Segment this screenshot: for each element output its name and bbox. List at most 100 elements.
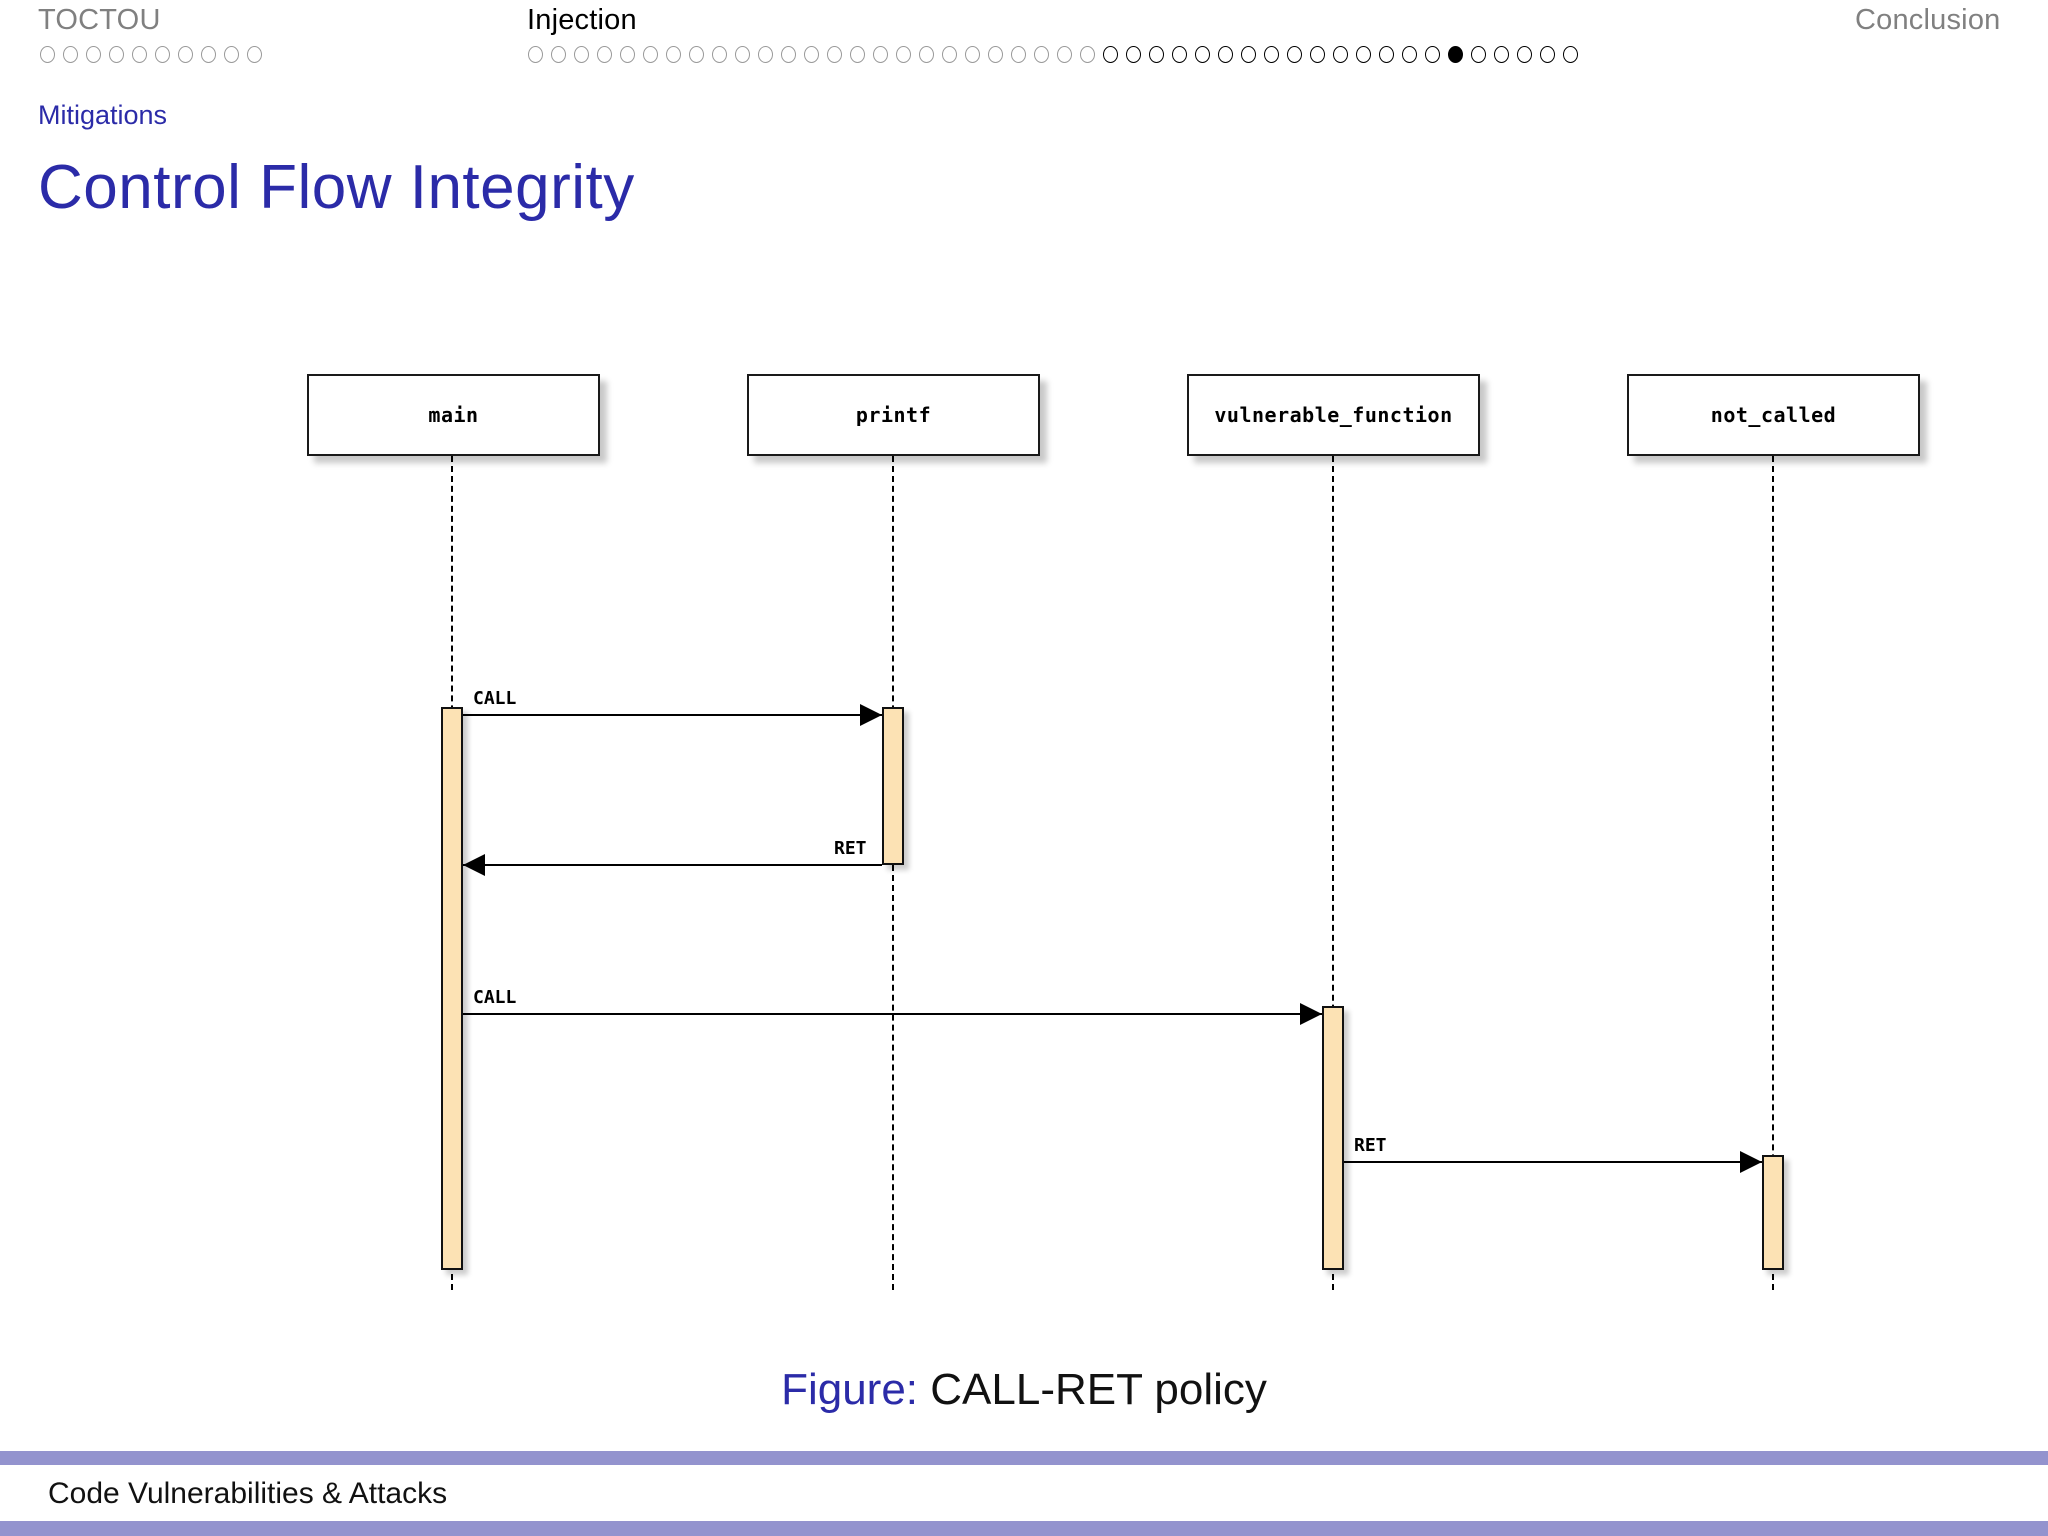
message-line-call [463, 1013, 1322, 1015]
nav-dot[interactable] [1333, 46, 1348, 63]
lifeline-printf [892, 456, 894, 1290]
figure-caption-value: CALL-RET policy [930, 1365, 1267, 1414]
activation-bar-printf [882, 707, 904, 865]
footer-bar-bottom [0, 1521, 2048, 1536]
nav-dot[interactable] [643, 46, 658, 63]
nav-dot[interactable] [528, 46, 543, 63]
nav-dot[interactable] [942, 46, 957, 63]
nav-dot[interactable] [1218, 46, 1233, 63]
nav-dot[interactable] [919, 46, 934, 63]
actor-box-not_called[interactable]: not_called [1627, 374, 1920, 456]
nav-dot[interactable] [873, 46, 888, 63]
nav-dot[interactable] [86, 46, 101, 63]
nav-dot[interactable] [597, 46, 612, 63]
nav-dot[interactable] [1379, 46, 1394, 63]
nav-dot[interactable] [574, 46, 589, 63]
nav-dots-toctou[interactable] [40, 46, 270, 63]
footer-bar-top [0, 1451, 2048, 1465]
nav-dot[interactable] [1494, 46, 1509, 63]
actor-box-main[interactable]: main [307, 374, 600, 456]
nav-dot[interactable] [1149, 46, 1164, 63]
page-title: Control Flow Integrity [38, 153, 635, 222]
activation-bar-vulnerable_function [1322, 1006, 1344, 1270]
activation-bar-main [441, 707, 463, 1270]
nav-dot[interactable] [804, 46, 819, 63]
nav-dot[interactable] [1310, 46, 1325, 63]
nav-dot[interactable] [689, 46, 704, 63]
actor-label: printf [855, 403, 932, 427]
nav-section-toctou[interactable]: TOCTOU [38, 6, 161, 35]
message-line-ret [463, 864, 882, 866]
nav-dot[interactable] [1172, 46, 1187, 63]
arrowhead-right-icon [1300, 1003, 1322, 1025]
actor-label: not_called [1710, 403, 1837, 427]
nav-dot[interactable] [735, 46, 750, 63]
nav-dot[interactable] [201, 46, 216, 63]
nav-dot[interactable] [1103, 46, 1118, 63]
message-label: CALL [473, 987, 517, 1008]
nav-dot[interactable] [1425, 46, 1440, 63]
arrowhead-right-icon [860, 704, 882, 726]
nav-dot[interactable] [988, 46, 1003, 63]
nav-dot[interactable] [1540, 46, 1555, 63]
nav-dot[interactable] [1195, 46, 1210, 63]
beamer-navigation-bar: TOCTOU Injection Conclusion [0, 0, 2048, 86]
nav-dot[interactable] [1034, 46, 1049, 63]
message-line-call [463, 714, 882, 716]
nav-section-title[interactable]: TOCTOU [38, 4, 161, 36]
lifeline-vulnerable_function [1332, 456, 1334, 1290]
actor-label: main [428, 403, 479, 427]
nav-dot[interactable] [1126, 46, 1141, 63]
nav-dot[interactable] [1356, 46, 1371, 63]
nav-section-title[interactable]: Injection [527, 4, 637, 36]
nav-dot[interactable] [178, 46, 193, 63]
nav-dot[interactable] [1080, 46, 1095, 63]
nav-dot[interactable] [850, 46, 865, 63]
actor-box-printf[interactable]: printf [747, 374, 1040, 456]
message-label: RET [1354, 1135, 1387, 1156]
nav-dot[interactable] [1402, 46, 1417, 63]
nav-dot[interactable] [620, 46, 635, 63]
nav-dot[interactable] [896, 46, 911, 63]
nav-dot[interactable] [109, 46, 124, 63]
nav-dot[interactable] [1057, 46, 1072, 63]
nav-dot[interactable] [1563, 46, 1578, 63]
actor-box-vulnerable_function[interactable]: vulnerable_function [1187, 374, 1480, 456]
nav-dot[interactable] [1448, 46, 1463, 63]
footer-body [0, 1465, 2048, 1521]
nav-dot[interactable] [224, 46, 239, 63]
message-line-ret [1344, 1161, 1762, 1163]
footer-title: Code Vulnerabilities & Attacks [48, 1477, 448, 1510]
nav-dots-injection[interactable] [528, 46, 1586, 63]
nav-dot[interactable] [155, 46, 170, 63]
nav-dot[interactable] [965, 46, 980, 63]
nav-dot[interactable] [247, 46, 262, 63]
nav-dot[interactable] [1517, 46, 1532, 63]
nav-dot[interactable] [1241, 46, 1256, 63]
figure-caption: Figure: CALL-RET policy [0, 1365, 2048, 1415]
nav-dot[interactable] [827, 46, 842, 63]
nav-dot[interactable] [758, 46, 773, 63]
activation-bar-not_called [1762, 1155, 1784, 1270]
nav-section-injection[interactable]: Injection [527, 6, 637, 35]
nav-dot[interactable] [712, 46, 727, 63]
nav-dot[interactable] [1011, 46, 1026, 63]
arrowhead-right-icon [1740, 1151, 1762, 1173]
nav-dot[interactable] [781, 46, 796, 63]
actor-label: vulnerable_function [1214, 403, 1453, 427]
nav-dot[interactable] [40, 46, 55, 63]
nav-dot[interactable] [132, 46, 147, 63]
nav-section-conclusion[interactable]: Conclusion [1855, 6, 2000, 35]
nav-dot[interactable] [666, 46, 681, 63]
nav-dot[interactable] [63, 46, 78, 63]
message-label: RET [834, 838, 867, 859]
nav-dot[interactable] [1471, 46, 1486, 63]
nav-section-title[interactable]: Conclusion [1855, 4, 2001, 36]
arrowhead-left-icon [463, 854, 485, 876]
nav-dot[interactable] [1264, 46, 1279, 63]
nav-dot[interactable] [1287, 46, 1302, 63]
lifeline-not_called [1772, 456, 1774, 1290]
message-label: CALL [473, 688, 517, 709]
nav-dot[interactable] [551, 46, 566, 63]
